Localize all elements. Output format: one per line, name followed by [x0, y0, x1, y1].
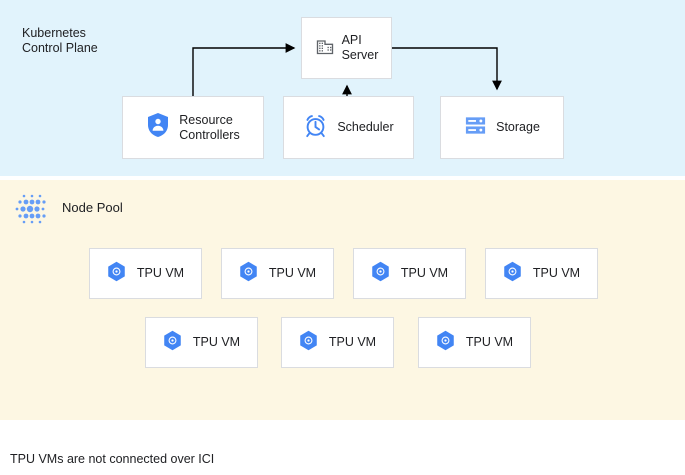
dot-cluster-icon: [12, 192, 52, 226]
tpu-vm-box[interactable]: TPU VM: [145, 317, 258, 368]
tpu-vm-label: TPU VM: [136, 266, 185, 280]
storage-box[interactable]: Storage: [440, 96, 564, 159]
tpu-vm-box[interactable]: TPU VM: [485, 248, 598, 299]
tpu-vm-label: TPU VM: [465, 335, 514, 349]
tpu-hexagon-icon: [163, 330, 182, 356]
tpu-hexagon-icon: [239, 261, 258, 287]
tpu-hexagon-icon: [436, 330, 455, 356]
alarm-clock-icon: [303, 113, 328, 143]
tpu-vm-label: TPU VM: [532, 266, 581, 280]
building-icon: [315, 36, 335, 61]
shield-person-icon: [146, 112, 170, 143]
control-plane-title: Kubernetes Control Plane: [22, 26, 98, 55]
api-server-label: API Server: [341, 33, 379, 62]
storage-label: Storage: [496, 120, 540, 134]
server-rack-icon: [464, 114, 487, 142]
tpu-hexagon-icon: [107, 261, 126, 287]
tpu-hexagon-icon: [371, 261, 390, 287]
scheduler-box[interactable]: Scheduler: [283, 96, 414, 159]
tpu-vm-box[interactable]: TPU VM: [221, 248, 334, 299]
tpu-vm-label: TPU VM: [328, 335, 377, 349]
scheduler-label: Scheduler: [337, 120, 394, 134]
node-pool-panel: [0, 180, 685, 420]
resource-controllers-label: Resource Controllers: [179, 112, 240, 142]
node-pool-title: Node Pool: [62, 200, 123, 215]
tpu-vm-box[interactable]: TPU VM: [89, 248, 202, 299]
tpu-vm-box[interactable]: TPU VM: [281, 317, 394, 368]
tpu-vm-label: TPU VM: [192, 335, 241, 349]
api-server-box[interactable]: API Server: [301, 17, 392, 79]
tpu-vm-label: TPU VM: [268, 266, 317, 280]
tpu-hexagon-icon: [503, 261, 522, 287]
tpu-vm-label: TPU VM: [400, 266, 449, 280]
tpu-vm-box[interactable]: TPU VM: [353, 248, 466, 299]
resource-controllers-box[interactable]: Resource Controllers: [122, 96, 264, 159]
footnote-text: TPU VMs are not connected over ICI: [10, 452, 215, 466]
tpu-hexagon-icon: [299, 330, 318, 356]
tpu-vm-box[interactable]: TPU VM: [418, 317, 531, 368]
